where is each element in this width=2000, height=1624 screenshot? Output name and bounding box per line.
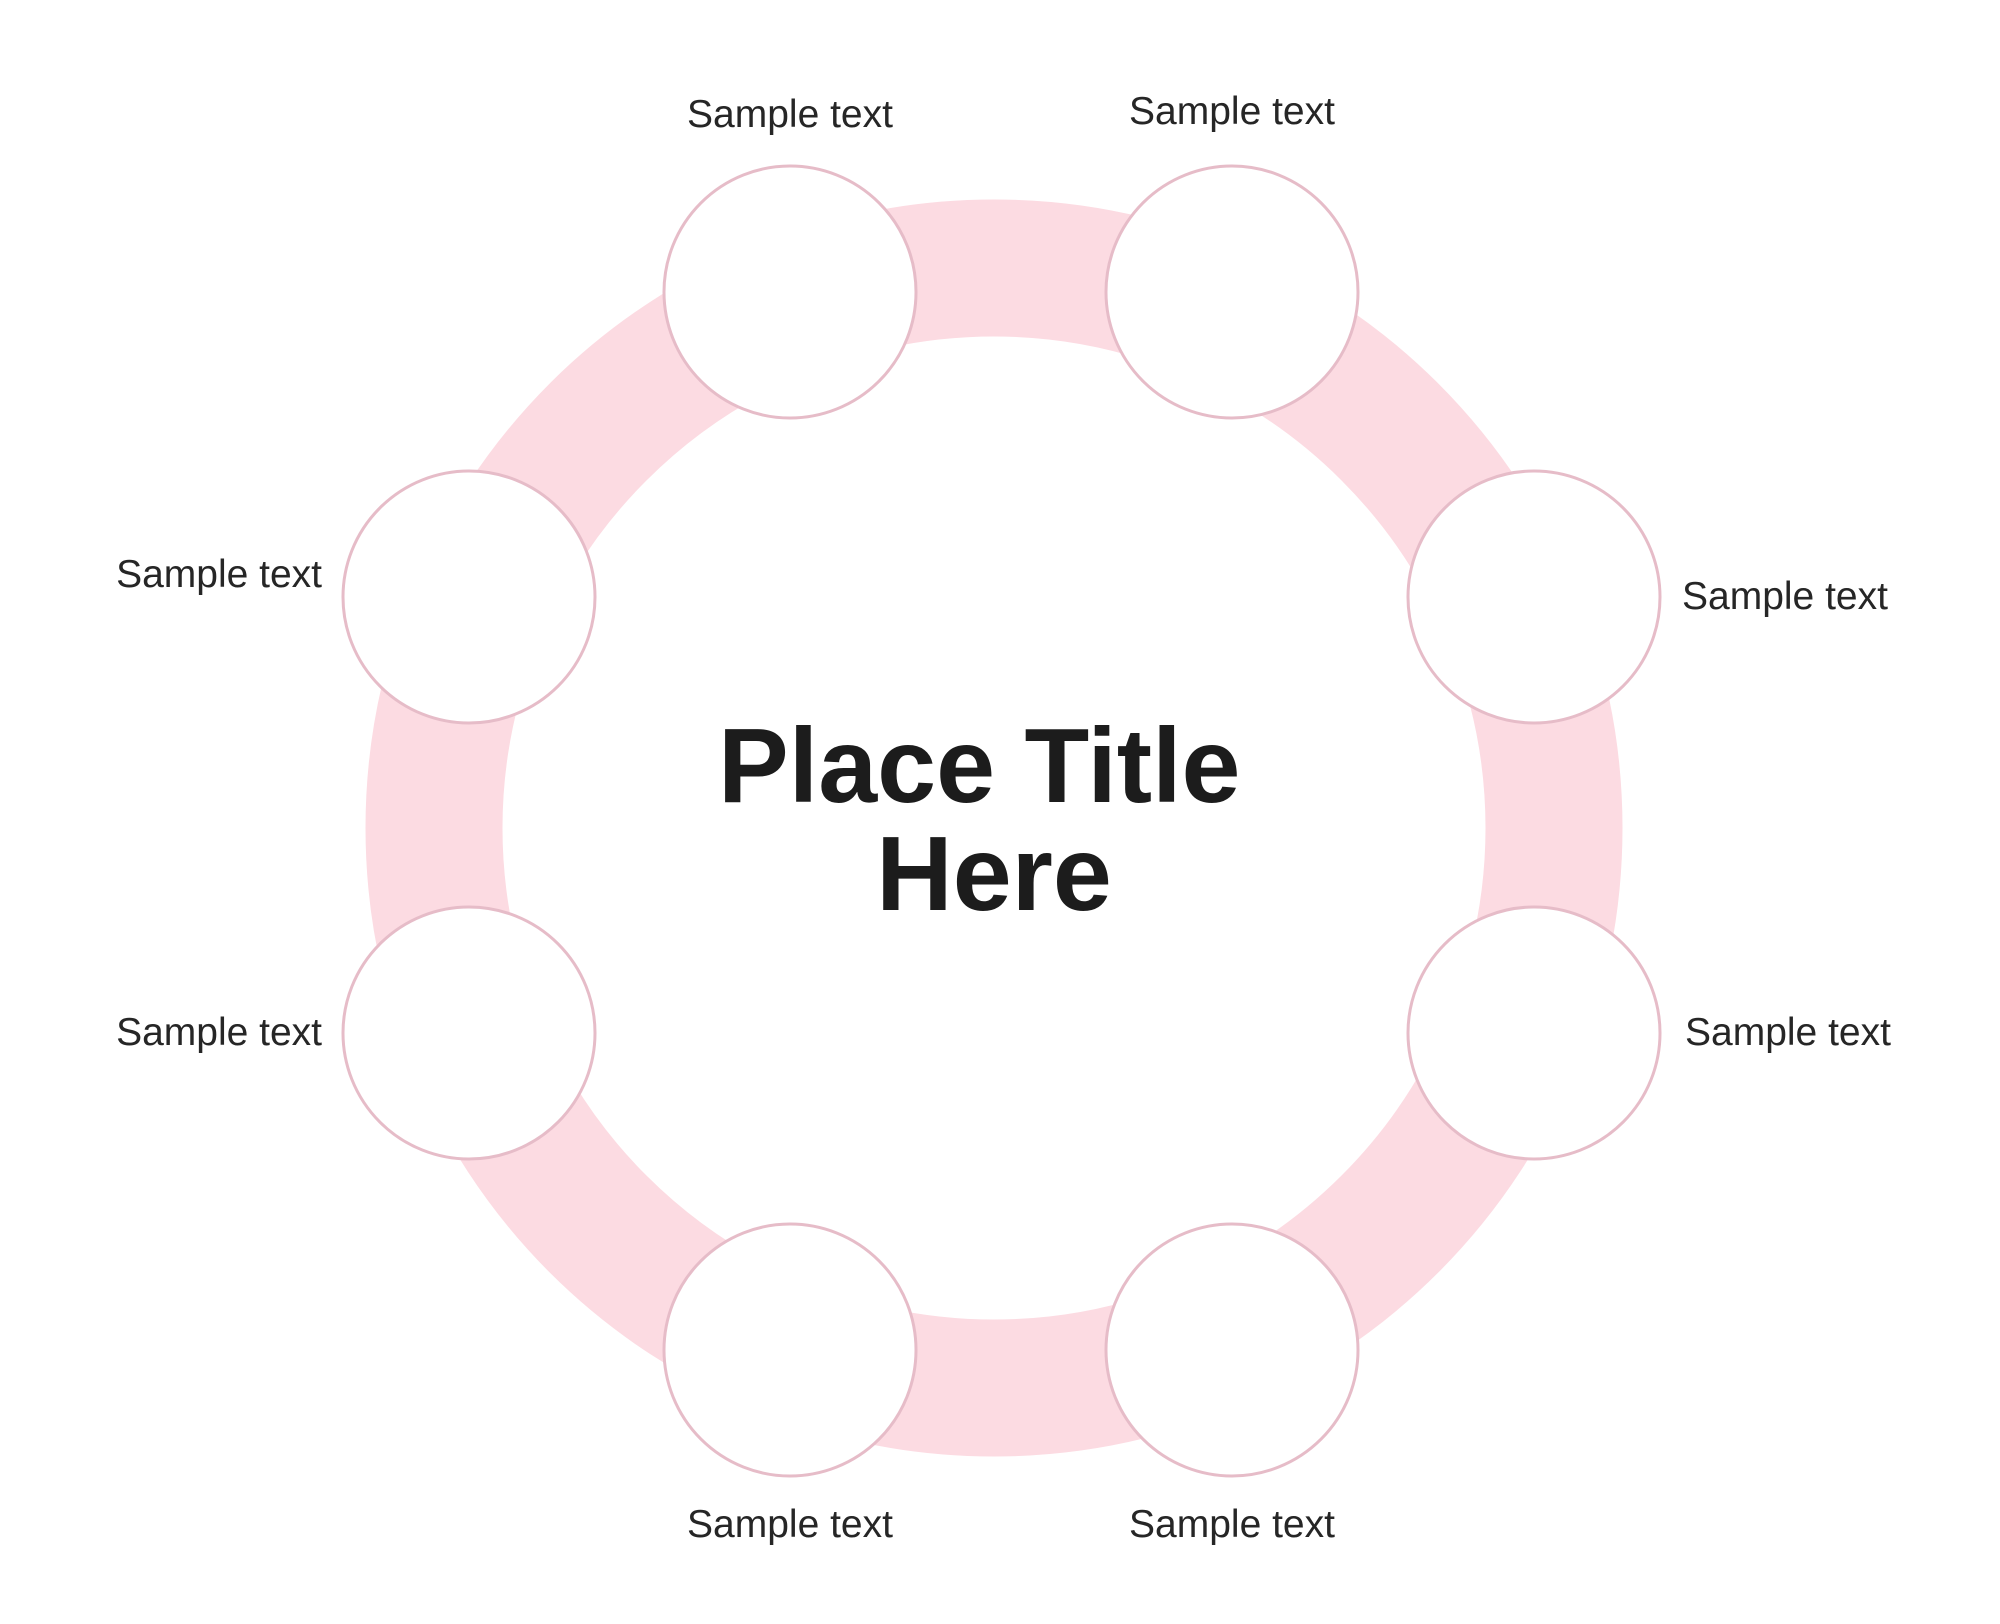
ring-band <box>365 199 1623 1457</box>
node-circle-8 <box>341 469 597 725</box>
center-title-line-2: Here <box>876 815 1112 933</box>
node-circle-4 <box>1406 905 1662 1161</box>
node-circle-7 <box>341 905 597 1161</box>
node-label-1: Sample text <box>687 93 893 136</box>
node-label-6: Sample text <box>687 1503 893 1546</box>
node-circle-2 <box>1104 164 1360 420</box>
node-label-8: Sample text <box>116 553 322 596</box>
node-label-4: Sample text <box>1685 1011 1891 1054</box>
node-label-3: Sample text <box>1682 575 1888 618</box>
node-circle-5 <box>1104 1222 1360 1478</box>
node-circle-3 <box>1406 469 1662 725</box>
node-label-2: Sample text <box>1129 90 1335 133</box>
node-label-5: Sample text <box>1129 1503 1335 1546</box>
center-title: Place Title Here <box>718 707 1270 933</box>
center-title-line-1: Place Title <box>718 707 1240 825</box>
node-circle-1 <box>662 164 918 420</box>
node-circle-6 <box>662 1222 918 1478</box>
node-label-7: Sample text <box>116 1011 322 1054</box>
